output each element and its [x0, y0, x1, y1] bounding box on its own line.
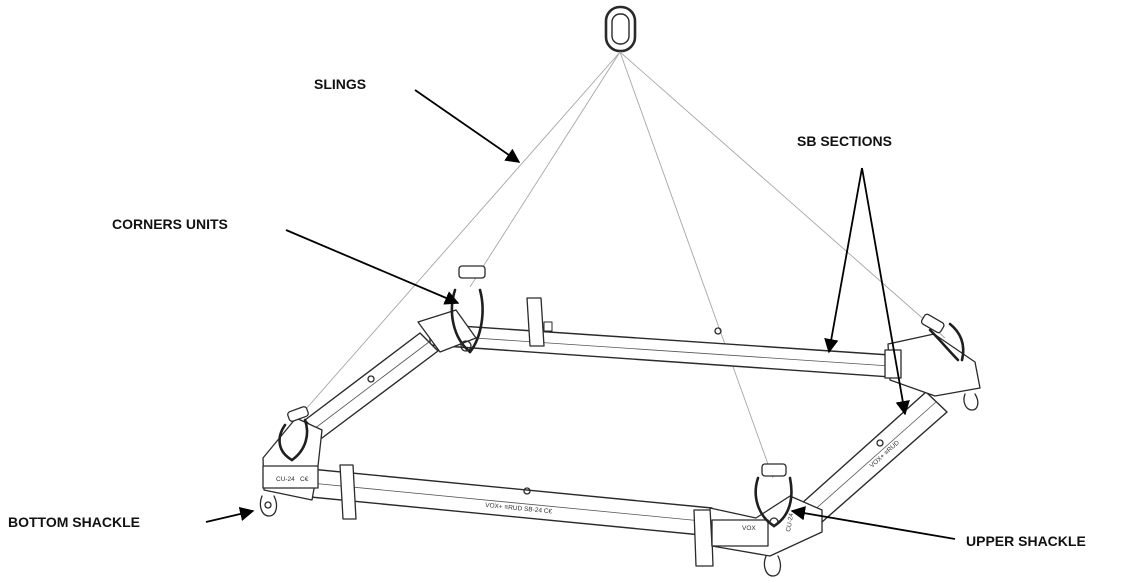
- slings-group: [297, 51, 946, 479]
- back-beam-eye-icon: [714, 327, 722, 335]
- sling-left-front: [297, 51, 621, 419]
- front-left-bottom-shackle-icon: [259, 495, 278, 517]
- back-left-shackle-pin: [458, 265, 486, 279]
- callout-labels: SLINGS SB SECTIONS CORNERS UNITS BOTTOM …: [8, 76, 1086, 549]
- corner-unit-back-right: [884, 313, 981, 411]
- front-right-shackle-pin: [761, 463, 787, 477]
- corner-unit-back-left: [417, 265, 486, 354]
- back-right-bottom-shackle-icon: [963, 393, 979, 411]
- sling-right-front: [619, 51, 774, 479]
- corner-unit-code-marking: CU-24: [276, 476, 295, 483]
- corners-units-pointer-arrow: [285, 229, 460, 305]
- front-beam-right-flange: [693, 509, 714, 567]
- right-beam-eye-icon: [876, 439, 884, 447]
- front-beam-eye-icon: [523, 487, 531, 495]
- label-sb-sections: SB SECTIONS: [797, 133, 892, 149]
- corner-unit-front-right: VOX CU-24: [709, 463, 823, 577]
- sb-section-back: [429, 297, 906, 379]
- upper-shackle-pointer-arrow: [790, 506, 956, 540]
- right-corner-brand-marking: VOX: [742, 525, 756, 532]
- label-corners-units: CORNERS UNITS: [112, 216, 228, 232]
- bottom-shackle-pointer-arrow: [205, 506, 255, 523]
- label-slings: SLINGS: [314, 76, 366, 92]
- front-beam-left-flange: [339, 464, 357, 520]
- sb-section-left: [304, 332, 439, 439]
- sling-right-back: [619, 51, 946, 339]
- corner-ce-marking: C€: [300, 476, 309, 483]
- sb-section-front: VOX+ ≡RUD SB-24 C€: [299, 464, 714, 567]
- corner-unit-front-left: CU-24 C€: [259, 406, 323, 517]
- front-right-bottom-shackle-icon: [763, 555, 782, 577]
- pointer-arrows: [205, 89, 956, 540]
- sling-left-back: [469, 51, 621, 288]
- label-bottom-shackle: BOTTOM SHACKLE: [8, 514, 140, 530]
- master-link: [604, 5, 637, 53]
- sb-section-right: VOX+ ≡RUD: [800, 391, 948, 523]
- right-corner-code-marking: CU-24: [785, 512, 795, 532]
- sb-sections-pointer-arrow-1: [824, 167, 863, 354]
- sb-sections-pointer-arrow-2: [861, 167, 910, 416]
- back-beam-flange: [526, 297, 545, 347]
- slings-pointer-arrow: [414, 89, 521, 163]
- label-upper-shackle: UPPER SHACKLE: [966, 533, 1086, 549]
- left-beam-eye-icon: [367, 375, 375, 383]
